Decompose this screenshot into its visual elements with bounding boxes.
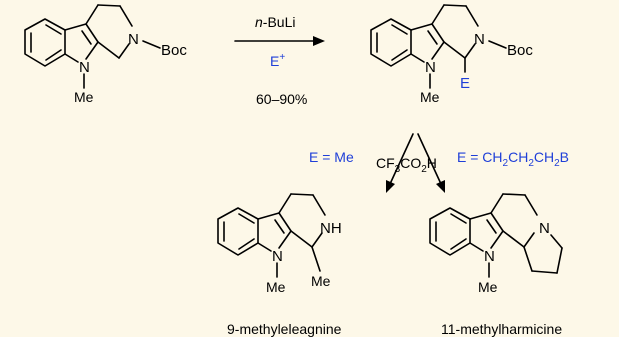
pr-indole-n: N	[484, 248, 495, 265]
product-right	[429, 193, 563, 278]
product-left	[217, 193, 326, 278]
pl-nh: NH	[320, 220, 342, 237]
int-piperidine-n: N	[474, 31, 485, 48]
pr-ring-n: N	[539, 220, 550, 237]
int-n-methyl: Me	[420, 89, 440, 105]
int-e-substituent: E	[460, 75, 470, 92]
sm-n-methyl: Me	[74, 89, 94, 105]
step1-arrow	[234, 36, 325, 46]
step1-reagent: n-BuLi	[255, 14, 295, 30]
sm-piperidine-n: N	[128, 31, 139, 48]
step2-arrow-left	[386, 133, 414, 193]
pl-indole-n: N	[272, 248, 283, 265]
step1-electrophile: E+	[270, 52, 285, 69]
product-right-name: 11-methylharmicine	[441, 321, 562, 337]
sm-pyrrole-bond	[64, 23, 87, 31]
step2-left-condition: E = Me	[309, 149, 354, 165]
step1-yield: 60–90%	[256, 91, 307, 107]
product-left-name: 9-methyleleagnine	[227, 321, 342, 337]
starting-material	[24, 4, 161, 89]
step2-acid: CF3CO2H	[376, 155, 437, 175]
sm-indole-n: N	[79, 59, 90, 76]
pr-n-methyl: Me	[478, 279, 498, 295]
sm-boc-label: Boc	[161, 42, 187, 59]
step2-right-condition: E = CH2CH2CH2B	[457, 149, 569, 169]
int-boc-label: Boc	[507, 42, 533, 59]
int-indole-n: N	[425, 59, 436, 76]
step2-arrow-right	[417, 133, 445, 193]
intermediate	[370, 4, 507, 89]
pl-n-methyl: Me	[266, 279, 286, 295]
pl-c-methyl: Me	[311, 273, 331, 289]
